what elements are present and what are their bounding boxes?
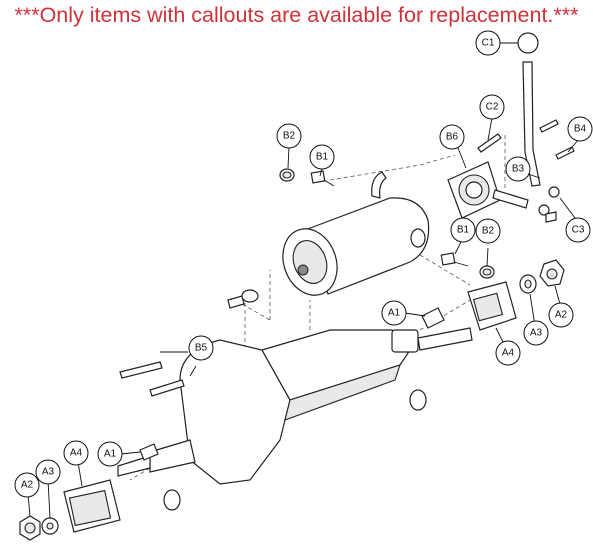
svg-text:A2: A2 bbox=[21, 480, 34, 491]
callout-c2: C2 bbox=[479, 94, 505, 120]
svg-text:A3: A3 bbox=[42, 467, 55, 478]
svg-text:B1: B1 bbox=[316, 152, 329, 163]
callout-b3: B3 bbox=[505, 156, 531, 182]
callout-a4-left: A4 bbox=[63, 440, 89, 466]
brush-top bbox=[310, 170, 335, 187]
washer-left bbox=[41, 517, 59, 535]
brake-assembly bbox=[447, 161, 550, 219]
callout-a3-left: A3 bbox=[35, 459, 61, 485]
key-left bbox=[139, 443, 159, 461]
svg-text:B3: B3 bbox=[512, 164, 525, 175]
svg-text:A1: A1 bbox=[388, 308, 401, 319]
callout-a3-right: A3 bbox=[523, 320, 549, 346]
retaining-rings bbox=[163, 389, 427, 511]
nut-left bbox=[19, 515, 41, 541]
callout-b5: B5 bbox=[188, 335, 214, 361]
callout-b1-mid: B1 bbox=[450, 217, 476, 243]
key-right bbox=[421, 307, 445, 329]
svg-text:B6: B6 bbox=[446, 132, 459, 143]
gearbox-bolts bbox=[119, 361, 185, 397]
callout-a1-right: A1 bbox=[381, 300, 407, 326]
washer-right bbox=[519, 274, 537, 294]
svg-text:A3: A3 bbox=[530, 328, 543, 339]
callout-b4: B4 bbox=[567, 116, 593, 142]
svg-text:B2: B2 bbox=[283, 131, 296, 142]
svg-text:C1: C1 bbox=[482, 38, 495, 49]
hub-right bbox=[467, 281, 517, 331]
callout-b2-mid: B2 bbox=[475, 218, 501, 244]
callout-c1: C1 bbox=[475, 30, 501, 56]
svg-text:B4: B4 bbox=[574, 124, 587, 135]
motor bbox=[282, 171, 430, 296]
svg-text:B1: B1 bbox=[457, 225, 470, 236]
nut-right bbox=[539, 259, 565, 287]
callout-b2-top: B2 bbox=[276, 123, 302, 149]
svg-text:A1: A1 bbox=[104, 449, 117, 460]
replacement-notice: ***Only items with callouts are availabl… bbox=[14, 3, 579, 27]
transaxle bbox=[117, 327, 473, 485]
brush-cap-mid bbox=[479, 265, 495, 279]
svg-text:C3: C3 bbox=[572, 225, 585, 236]
callout-b6: B6 bbox=[439, 124, 465, 150]
hub-left bbox=[63, 479, 121, 533]
brush-mid bbox=[440, 252, 469, 267]
callout-a2-right: A2 bbox=[548, 302, 574, 328]
svg-text:C2: C2 bbox=[486, 102, 499, 113]
svg-text:A4: A4 bbox=[70, 448, 83, 459]
brush-cap-top bbox=[279, 168, 295, 182]
callout-a2-left: A2 bbox=[14, 472, 40, 498]
callout-a4-right: A4 bbox=[495, 340, 521, 366]
svg-text:A2: A2 bbox=[555, 310, 568, 321]
svg-text:A4: A4 bbox=[502, 348, 515, 359]
callout-a1-left: A1 bbox=[97, 441, 123, 467]
svg-text:B5: B5 bbox=[195, 343, 208, 354]
svg-text:B2: B2 bbox=[482, 226, 495, 237]
assembly-guide-lines bbox=[129, 135, 506, 481]
brake-release-lever bbox=[517, 32, 560, 198]
callout-b1-top: B1 bbox=[309, 144, 335, 170]
callout-c3: C3 bbox=[565, 217, 591, 243]
woodruff-key-motor bbox=[227, 289, 259, 309]
